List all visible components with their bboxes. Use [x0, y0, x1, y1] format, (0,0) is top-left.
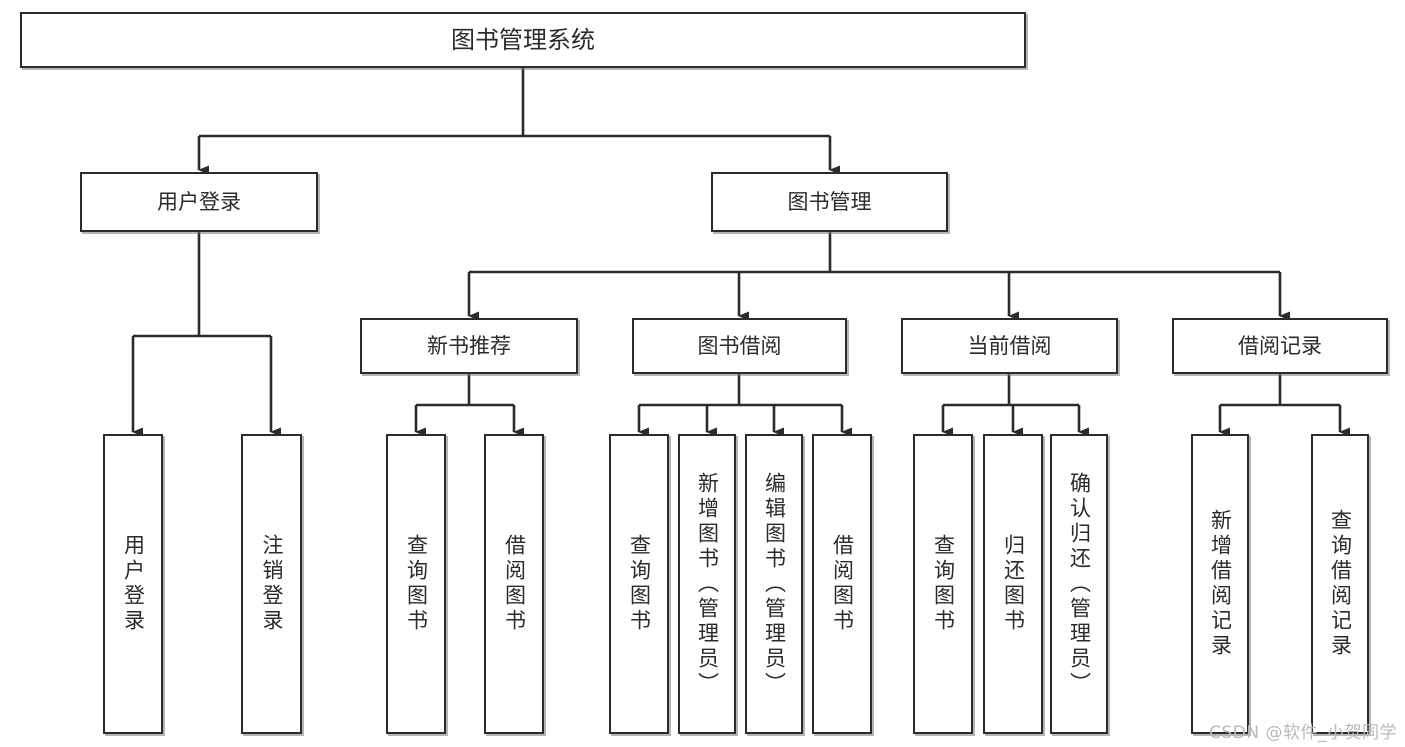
node-leaf-label: 查询图书 [931, 534, 956, 634]
node-leaf-4[interactable]: 查询图书 [609, 434, 669, 734]
node-level2-label: 用户登录 [157, 189, 241, 214]
node-leaf-label: 新增图书（管理员） [695, 471, 720, 697]
node-level3-label: 新书推荐 [427, 333, 511, 358]
node-level3-label: 当前借阅 [967, 333, 1052, 358]
node-leaf-12[interactable]: 查询借阅记录 [1311, 434, 1369, 734]
node-level2-0[interactable]: 用户登录 [80, 172, 318, 232]
node-leaf-11[interactable]: 新增借阅记录 [1191, 434, 1249, 734]
node-leaf-label: 借阅图书 [830, 534, 855, 634]
node-root-label: 图书管理系统 [451, 25, 595, 54]
node-leaf-label: 借阅图书 [502, 534, 527, 634]
node-level2-1[interactable]: 图书管理 [711, 172, 948, 232]
node-leaf-label: 注销登录 [260, 534, 284, 634]
node-leaf-label: 编辑图书（管理员） [762, 471, 787, 697]
node-leaf-label: 查询借阅记录 [1328, 509, 1353, 659]
node-level3-3[interactable]: 借阅记录 [1172, 318, 1388, 374]
node-leaf-1[interactable]: 注销登录 [241, 434, 302, 734]
node-leaf-3[interactable]: 借阅图书 [484, 434, 544, 734]
watermark: CSDN @软件_小贺同学 [1209, 723, 1397, 743]
node-leaf-label: 新增借阅记录 [1208, 509, 1233, 659]
node-root[interactable]: 图书管理系统 [20, 12, 1026, 68]
node-leaf-label: 用户登录 [121, 534, 146, 634]
node-leaf-label: 归还图书 [1001, 534, 1026, 634]
node-level2-label: 图书管理 [787, 189, 872, 214]
node-leaf-10[interactable]: 确认归还（管理员） [1050, 434, 1108, 734]
node-leaf-6[interactable]: 编辑图书（管理员） [745, 434, 803, 734]
node-leaf-label: 查询图书 [627, 534, 652, 634]
node-leaf-2[interactable]: 查询图书 [386, 434, 446, 734]
node-level3-0[interactable]: 新书推荐 [360, 318, 578, 374]
node-level3-label: 借阅记录 [1238, 333, 1322, 358]
node-leaf-5[interactable]: 新增图书（管理员） [678, 434, 736, 734]
node-leaf-0[interactable]: 用户登录 [103, 434, 163, 734]
node-leaf-8[interactable]: 查询图书 [913, 434, 973, 734]
node-level3-2[interactable]: 当前借阅 [901, 318, 1118, 374]
node-leaf-label: 查询图书 [404, 534, 429, 634]
node-leaf-7[interactable]: 借阅图书 [812, 434, 872, 734]
node-level3-label: 图书借阅 [697, 333, 782, 358]
node-leaf-9[interactable]: 归还图书 [983, 434, 1043, 734]
node-level3-1[interactable]: 图书借阅 [632, 318, 847, 374]
node-leaf-label: 确认归还（管理员） [1067, 471, 1092, 697]
